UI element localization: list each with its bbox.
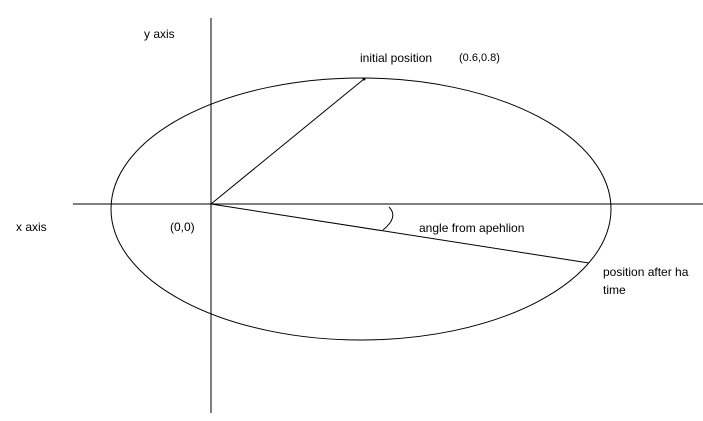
initial-coords-label: (0.6,0.8): [459, 52, 500, 64]
initial-position-label: initial position: [360, 51, 432, 65]
later-position-radius: [210, 203, 590, 264]
y-axis-label: y axis: [144, 27, 175, 41]
x-axis-label: x axis: [16, 220, 47, 234]
angle-arc: [382, 206, 394, 231]
initial-position-point: [362, 77, 366, 81]
later-position-label-line2: time: [603, 283, 626, 297]
orbit-ellipse: [110, 77, 612, 341]
later-position-label-line1: position after ha: [603, 265, 689, 279]
initial-position-radius: [210, 78, 365, 205]
origin-label: (0,0): [170, 220, 195, 234]
angle-label: angle from apehlion: [419, 221, 524, 235]
